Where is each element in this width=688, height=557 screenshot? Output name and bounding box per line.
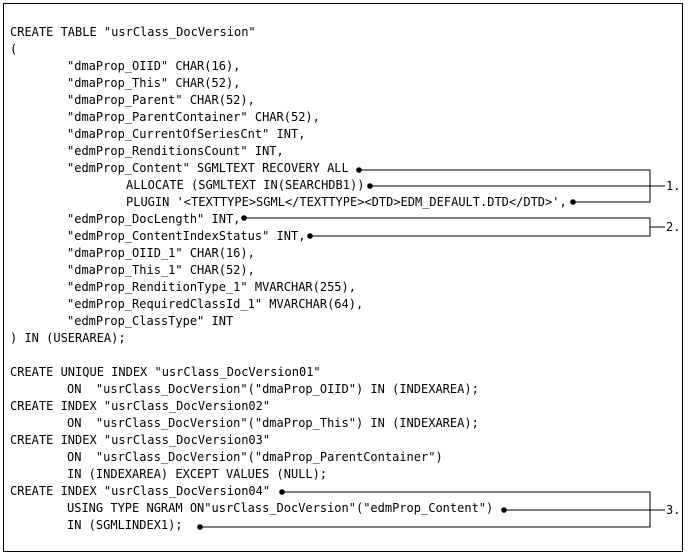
callout-2-dot-b [307, 233, 313, 239]
callout-1-connector [359, 169, 665, 203]
code-line-12: "edmProp_DocLength" INT, [67, 212, 241, 226]
callout-2-dot-a [241, 215, 247, 221]
code-line-17: "edmProp_RequiredClassId_1" MVARCHAR(64)… [67, 297, 364, 311]
code-line-5: "dmaProp_Parent" CHAR(52), [67, 93, 255, 107]
code-line-3: "dmaProp_OIID" CHAR(16), [67, 59, 241, 73]
callout-1-dot-c [570, 199, 576, 205]
code-line-24: ON "usrClass_DocVersion"("dmaProp_This")… [67, 416, 479, 430]
callout-3-dot-c [197, 524, 203, 530]
code-line-11: PLUGIN '<TEXTTYPE>SGML</TEXTTYPE><DTD>ED… [126, 195, 567, 209]
callout-3-dot-a [279, 489, 285, 495]
callout-3-dot-b [501, 507, 507, 513]
code-line-15: "dmaProp_This_1" CHAR(52), [67, 263, 255, 277]
callout-1-dot-a [356, 167, 362, 173]
sql-code-block: CREATE TABLE "usrClass_DocVersion" ( "dm… [10, 24, 567, 534]
code-line-29: USING TYPE NGRAM ON"usrClass_DocVersion"… [67, 501, 494, 515]
code-line-10: ALLOCATE (SGMLTEXT IN(SEARCHDB1)) [126, 178, 365, 192]
code-line-30: IN (SGMLINDEX1); [67, 518, 183, 532]
code-line-21: CREATE UNIQUE INDEX "usrClass_DocVersion… [10, 365, 321, 379]
code-line-4: "dmaProp_This" CHAR(52), [67, 76, 241, 90]
callout-2-connector [244, 217, 665, 237]
figure-frame [3, 3, 683, 552]
callout-3-connector [200, 491, 665, 528]
code-line-19: ) IN (USERAREA); [10, 331, 126, 345]
code-line-6: "dmaProp_ParentContainer" CHAR(52), [67, 110, 320, 124]
code-line-16: "edmProp_RenditionType_1" MVARCHAR(255), [67, 280, 356, 294]
code-line-28: CREATE INDEX "usrClass_DocVersion04" [10, 484, 271, 498]
callout-2-label: 2. [665, 220, 682, 234]
callout-1-label: 1. [665, 179, 682, 193]
code-line-25: CREATE INDEX "usrClass_DocVersion03" [10, 433, 271, 447]
code-line-14: "dmaProp_OIID_1" CHAR(16), [67, 246, 255, 260]
code-line-2: ( [10, 42, 18, 56]
code-line-22: ON "usrClass_DocVersion"("dmaProp_OIID")… [67, 382, 479, 396]
code-line-13: "edmProp_ContentIndexStatus" INT, [67, 229, 306, 243]
code-line-8: "edmProp_RenditionsCount" INT, [67, 144, 284, 158]
callout-1-dot-b [367, 183, 373, 189]
code-line-27: IN (INDEXAREA) EXCEPT VALUES (NULL); [67, 467, 328, 481]
code-line-1: CREATE TABLE "usrClass_DocVersion" [10, 25, 256, 39]
code-line-7: "dmaProp_CurrentOfSeriesCnt" INT, [67, 127, 306, 141]
callout-3-label: 3. [665, 503, 682, 517]
code-line-9: "edmProp_Content" SGMLTEXT RECOVERY ALL [67, 161, 349, 175]
code-line-18: "edmProp_ClassType" INT [67, 314, 234, 328]
code-line-26: ON "usrClass_DocVersion"("dmaProp_Parent… [67, 450, 443, 464]
code-line-23: CREATE INDEX "usrClass_DocVersion02" [10, 399, 271, 413]
